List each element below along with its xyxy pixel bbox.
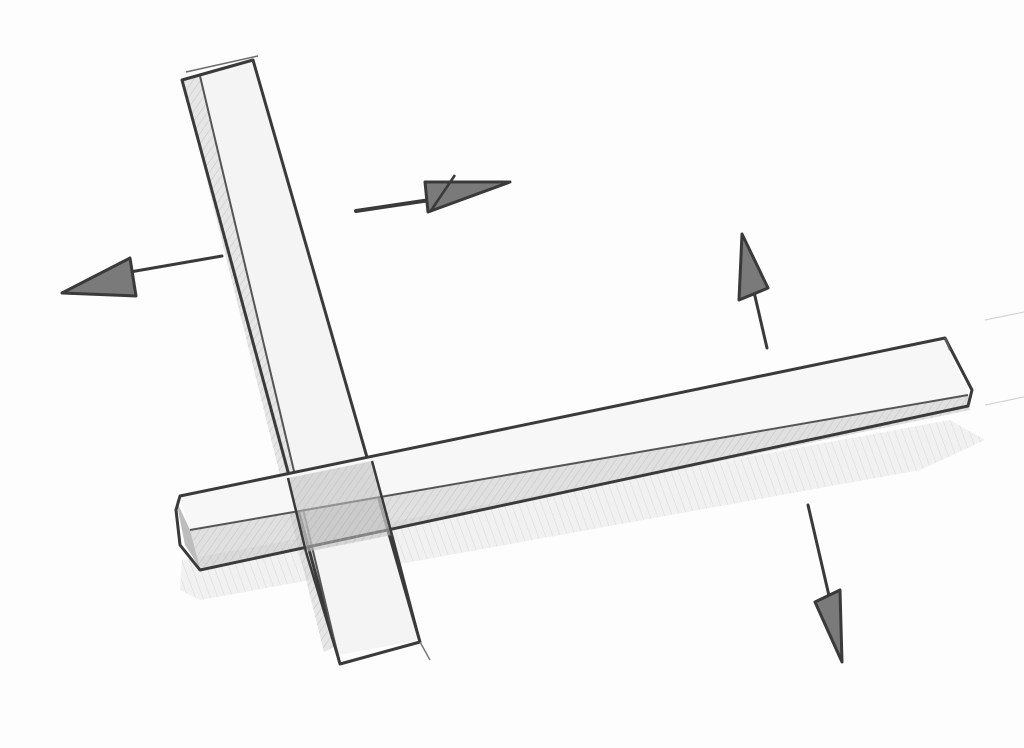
intersection-shading: [286, 460, 422, 665]
arrow-up-icon: [737, 232, 770, 350]
arrow-down-icon: [806, 503, 844, 664]
arrow-left-icon: [60, 254, 224, 298]
arrow-right-icon: [354, 174, 512, 214]
